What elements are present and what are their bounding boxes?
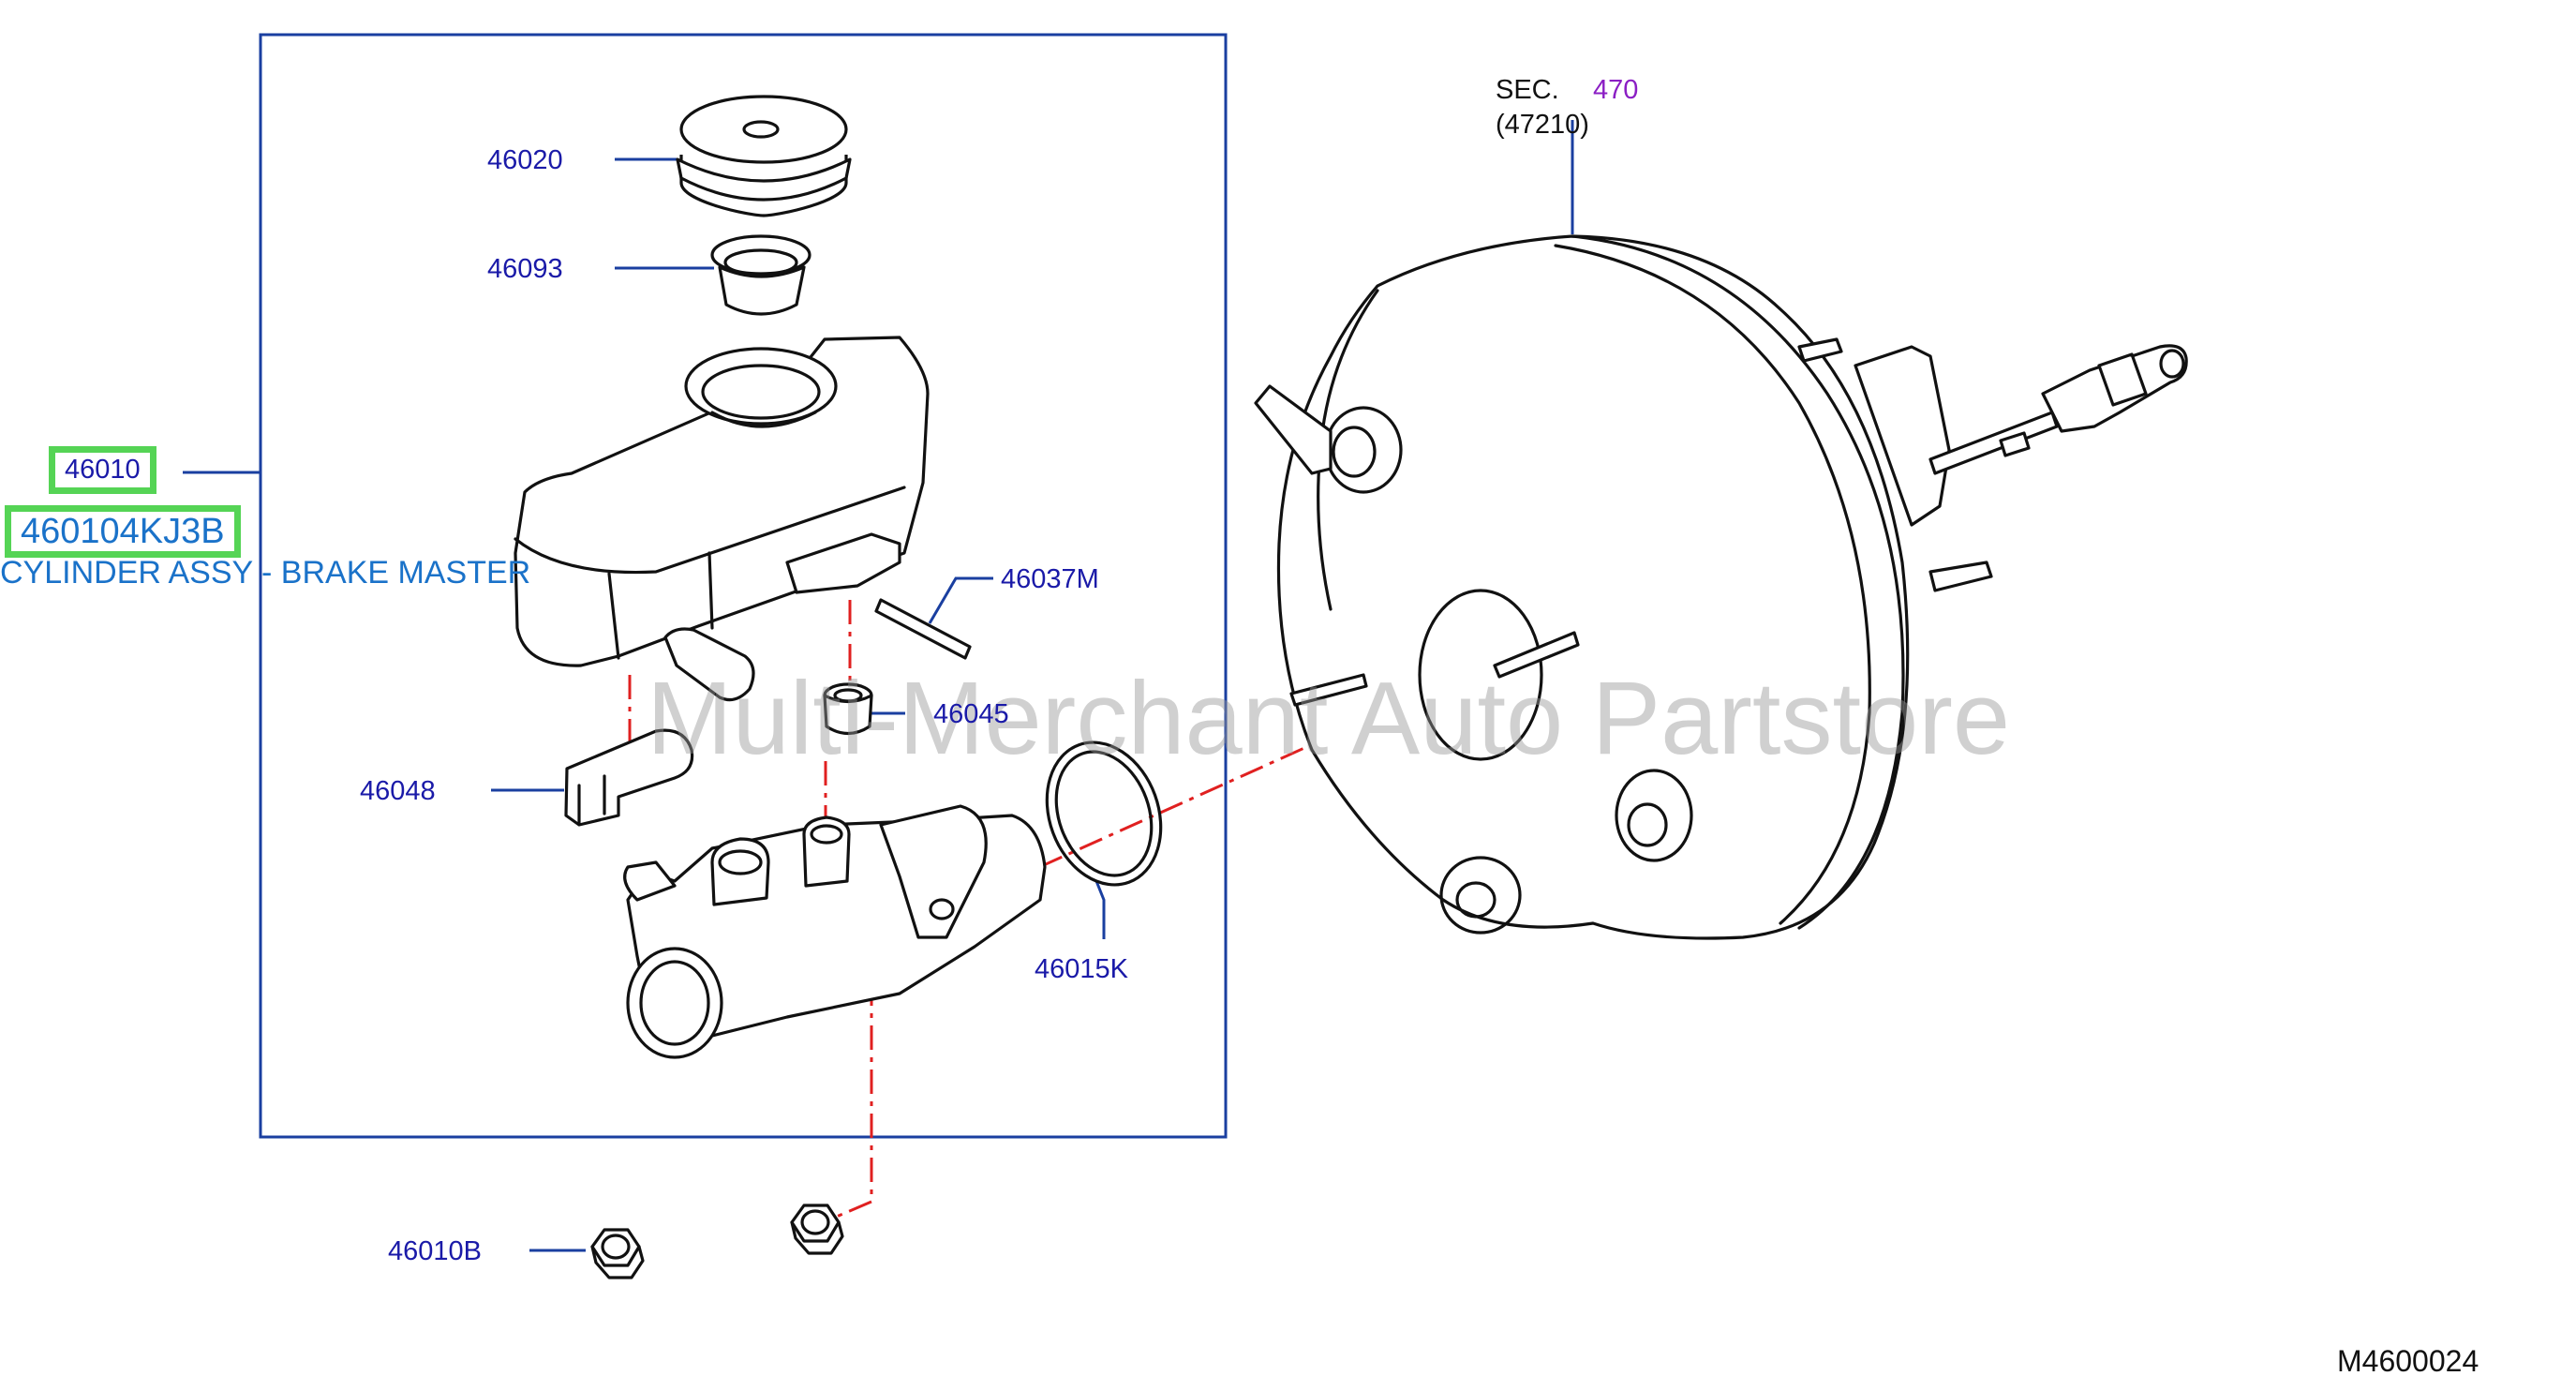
assembly-description: CYLINDER ASSY - BRAKE MASTER	[0, 555, 531, 591]
brake-fluid-reservoir	[514, 336, 930, 702]
section-sub-ref: (47210)	[1496, 110, 1589, 140]
callout-46037m[interactable]: 46037M	[1001, 564, 1099, 594]
section-number-link[interactable]: 470	[1593, 75, 1639, 105]
assembly-ref-callout[interactable]: 46010	[49, 446, 156, 494]
callout-46048[interactable]: 46048	[360, 776, 436, 806]
reservoir-cap	[676, 95, 852, 217]
mounting-nut-left	[590, 1228, 645, 1279]
master-cylinder-body	[623, 804, 1047, 1059]
callout-46020[interactable]: 46020	[487, 145, 563, 175]
reservoir-strainer	[710, 234, 812, 316]
fluid-level-sensor	[564, 728, 694, 827]
reservoir-pin	[874, 598, 972, 660]
drawing-number: M4600024	[2337, 1344, 2479, 1378]
o-ring-seal	[1045, 740, 1163, 887]
callout-46015k[interactable]: 46015K	[1035, 954, 1128, 984]
brake-booster	[1254, 234, 2188, 940]
section-prefix: SEC.	[1496, 75, 1559, 105]
callout-46093[interactable]: 46093	[487, 254, 563, 284]
callout-46045[interactable]: 46045	[933, 699, 1009, 729]
callout-46010b[interactable]: 46010B	[388, 1236, 482, 1266]
assembly-part-number[interactable]: 460104KJ3B	[5, 505, 241, 558]
assembly-frame	[259, 33, 1228, 1139]
mounting-nut-right	[790, 1204, 844, 1255]
reservoir-grommet	[823, 682, 873, 736]
